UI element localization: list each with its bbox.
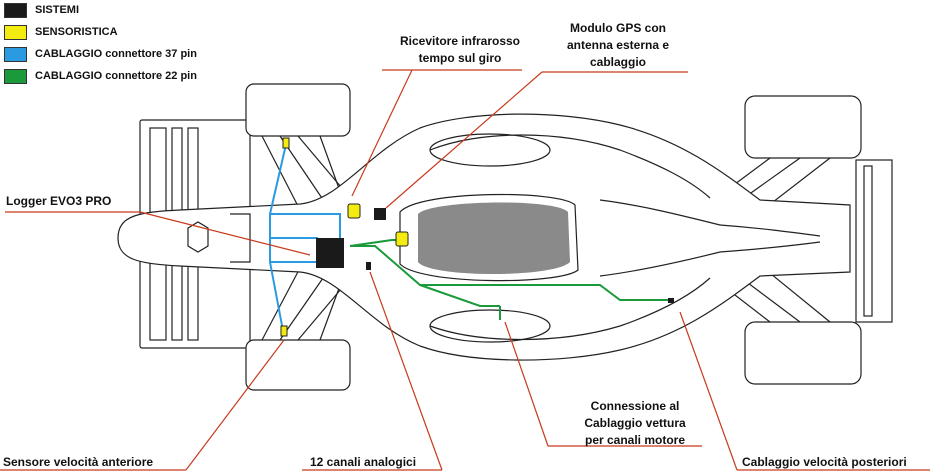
rear-wing [855,159,893,323]
leader-posteriori [679,311,738,471]
rear-left-tyre [744,95,862,159]
analog-channels-connector [366,262,371,270]
legend-item-cablaggio-22: CABLAGGIO connettore 22 pin [4,68,197,84]
legend-swatch-sensoristica [4,24,27,40]
callout-ricevitore-line2: tempo sul giro [418,51,502,65]
callout-gps-line3: cablaggio [589,55,646,69]
legend-item-sensoristica: SENSORISTICA [4,24,118,40]
callout-gps: Modulo GPS con antenna esterna e cablagg… [548,20,688,71]
callout-connessione-line2: Cablaggio vettura [584,416,686,430]
leader-gps [385,71,543,209]
callout-gps-line2: antenna esterna e [566,38,670,52]
rear-right-tyre [744,321,862,385]
front-speed-sensor-right [280,325,288,337]
callout-logger: Logger EVO3 PRO [6,194,112,208]
gps-module [374,208,386,220]
leader-sensore [185,339,285,471]
callout-connessione-line3: per canali motore [584,433,686,447]
callout-gps-line1: Modulo GPS con [570,21,666,35]
sensor-yellow [395,231,409,247]
front-speed-sensor-left [282,137,290,149]
leader-lines [0,69,930,471]
legend-item-cablaggio-37: CABLAGGIO connettore 37 pin [4,46,197,62]
legend-swatch-cablaggio-22 [4,68,27,84]
callout-connessione-line1: Connessione al [590,399,680,413]
front-left-tyre [245,83,351,137]
rear-speed-connector [668,298,674,303]
legend-label: CABLAGGIO connettore 22 pin [35,70,197,82]
cockpit-seat [418,202,570,274]
callout-sensore-anteriore: Sensore velocità anteriore [3,455,154,469]
legend-swatch-cablaggio-37 [4,46,27,62]
callout-canali-analogici: 12 canali analogici [310,455,417,469]
legend-label: SENSORISTICA [35,26,118,38]
leader-canali [369,271,443,471]
callout-cablaggio-posteriori: Cablaggio velocità posteriori [742,455,907,469]
leader-logger [139,211,311,256]
logger-evo3-pro-unit [316,238,344,268]
callout-ricevitore-line1: Ricevitore infrarosso [399,34,521,48]
callout-ricevitore: Ricevitore infrarosso tempo sul giro [390,33,530,67]
infrared-receiver-sensor [347,203,361,219]
legend-item-sistemi: SISTEMI [4,2,79,18]
legend-label: SISTEMI [35,4,80,16]
legend-label: CABLAGGIO connettore 37 pin [35,48,197,60]
front-right-tyre [245,339,351,391]
callout-connessione: Connessione al Cablaggio vettura per can… [560,398,710,449]
leader-ricevitore [351,69,413,197]
leader-connessione [504,321,549,447]
legend-swatch-sistemi [4,2,27,18]
